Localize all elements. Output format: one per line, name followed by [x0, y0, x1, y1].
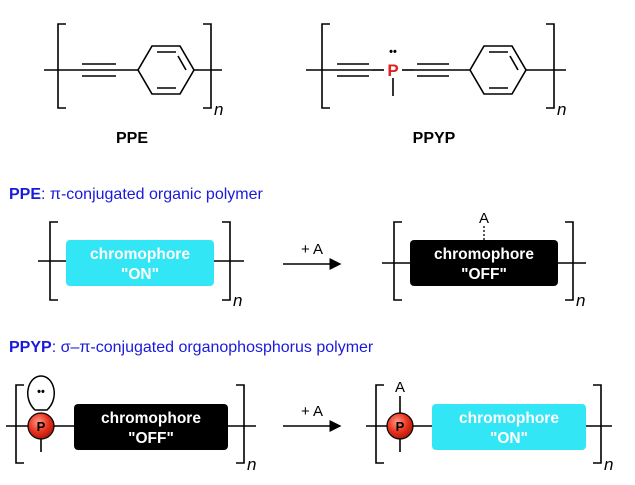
ppyp-section-heading: PPYP: σ–π-conjugated organophosphorus po… — [9, 339, 374, 356]
ppe-left-unit — [38, 221, 244, 301]
ppe-left-bracket — [57, 23, 66, 109]
ppyp-chromophore-on-box — [432, 404, 586, 450]
ppyp-repeat-index: n — [557, 100, 566, 119]
ppe-chromophore-on-box — [66, 240, 214, 286]
ppe-right-bracket — [203, 23, 212, 109]
ppe-chromophore-on-line2: "ON" — [121, 266, 159, 283]
ppyp-lone-pair-lobe — [27, 375, 55, 411]
ppe-structure — [44, 23, 222, 109]
ppyp-label: PPYP — [413, 130, 456, 147]
ppyp-lobe-electrons: •• — [37, 386, 45, 398]
ppyp-structure — [306, 23, 566, 109]
ppe-heading-rest: : π-conjugated organic polymer — [41, 186, 263, 203]
ppe-heading-bold: PPE — [9, 186, 41, 203]
ppyp-arrow-label: + A — [301, 403, 323, 420]
ppe-chromophore-off-line1: chromophore — [434, 246, 534, 263]
ppyp-chromophore-off-line2: "OFF" — [128, 430, 174, 447]
ppyp-right-repeat-index: n — [604, 455, 613, 474]
ppyp-right-bracket — [546, 23, 555, 109]
ppe-right-repeat-index: n — [576, 291, 585, 310]
ppe-chromophore-off-line2: "OFF" — [461, 266, 507, 283]
ppyp-left-repeat-index: n — [247, 455, 256, 474]
ppyp-left-phosphorus-label: P — [37, 419, 46, 434]
ppe-adduct-label: A — [479, 210, 489, 227]
ppyp-chromophore-on-line2: "ON" — [490, 430, 528, 447]
ppe-right-unit — [382, 221, 586, 301]
ppe-chromophore-off-box — [410, 240, 558, 286]
ppyp-heading-rest: : σ–π-conjugated organophosphorus polyme… — [52, 339, 374, 356]
ppyp-adduct-label: A — [395, 379, 405, 396]
ppe-section-heading: PPE: π-conjugated organic polymer — [9, 186, 264, 203]
ppyp-lone-pair: •• — [389, 46, 397, 58]
ppyp-left-phosphorus-sphere — [27, 412, 55, 440]
ppe-chromophore-on-line1: chromophore — [90, 246, 190, 263]
ppe-label: PPE — [116, 130, 148, 147]
ppyp-chromophore-off-box — [74, 404, 228, 450]
ppyp-phosphorus-atom: P — [387, 61, 398, 80]
ppyp-right-unit — [366, 384, 612, 464]
ppyp-right-phosphorus-sphere — [386, 412, 414, 440]
ppe-arrow-label: + A — [301, 241, 323, 258]
ppyp-chromophore-on-line1: chromophore — [459, 410, 559, 427]
ppe-repeat-index: n — [214, 100, 223, 119]
ppyp-left-bracket — [321, 23, 330, 109]
ppe-left-repeat-index: n — [233, 291, 242, 310]
ppyp-heading-bold: PPYP — [9, 339, 52, 356]
ppyp-right-phosphorus-label: P — [396, 419, 405, 434]
ppyp-left-unit — [6, 384, 256, 464]
ppyp-chromophore-off-line1: chromophore — [101, 410, 201, 427]
